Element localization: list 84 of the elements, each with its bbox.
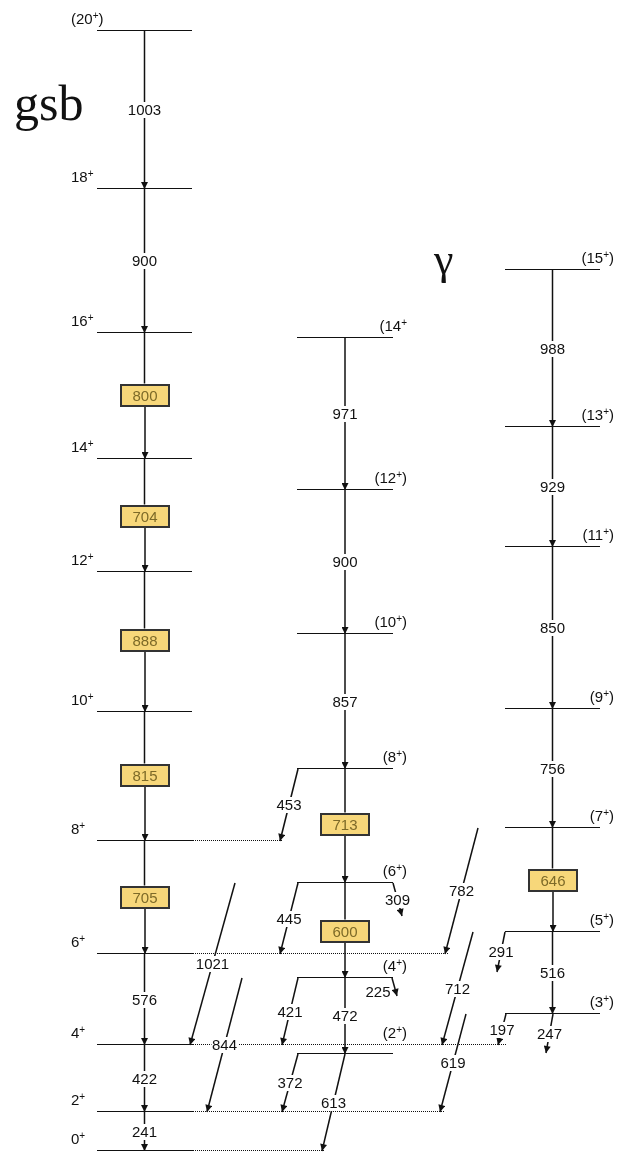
energy-label: 225 (364, 984, 392, 1000)
transition-arrow (141, 785, 149, 842)
energy-label: 900 (131, 253, 158, 269)
spin-label: (8$^{+}$) (382, 748, 407, 766)
energy-label: 844 (211, 1037, 238, 1053)
spin-label: (3$^{+}$) (589, 993, 614, 1011)
energy-label: 241 (131, 1123, 158, 1140)
spin-label: (10$^{+}$) (374, 613, 407, 631)
energy-label: 197 (488, 1021, 516, 1038)
energy-label: 782 (448, 883, 475, 899)
spin-label: (7$^{+}$) (589, 807, 614, 825)
spin-label: 12$^{+}$ (71, 551, 94, 569)
transition-arrow (440, 931, 474, 1046)
transition-arrow (141, 907, 149, 955)
energy-label: 445 (275, 910, 303, 927)
energy-box: 646 (528, 868, 578, 892)
energy-label: 850 (539, 620, 566, 636)
spin-label: (11$^{+}$) (582, 526, 614, 544)
energy-label: 309 (384, 891, 411, 908)
energy-label: 453 (275, 797, 303, 813)
energy-label: 372 (276, 1075, 304, 1091)
spin-label: 14$^{+}$ (71, 438, 94, 456)
transition-arrow (549, 890, 557, 933)
spin-label: 0$^{+}$ (71, 1130, 86, 1148)
transition-arrow (141, 650, 149, 713)
spin-label: (6$^{+}$) (382, 862, 407, 880)
energy-label: 988 (539, 340, 566, 357)
spin-label: (14$^{+}$ (379, 317, 407, 335)
energy-label: 900 (331, 554, 359, 570)
spin-label: 2$^{+}$ (71, 1091, 86, 1109)
energy-label: 1003 (126, 102, 163, 118)
transition-arrow (341, 834, 349, 884)
spin-label: (2$^{+}$) (382, 1024, 407, 1042)
transition-arrow (549, 426, 556, 548)
transition-arrow (341, 941, 349, 979)
transition-arrow (341, 489, 349, 635)
transition-arrow (341, 337, 349, 491)
spin-label: (5$^{+}$) (589, 911, 614, 929)
transition-arrow (391, 977, 399, 997)
spin-label: (20$^{+}$) (71, 10, 104, 28)
energy-label: 247 (536, 1025, 563, 1042)
energy-label: 619 (439, 1055, 467, 1071)
energy-label: 756 (539, 760, 566, 777)
transition-arrow (549, 269, 556, 428)
spin-label: 4$^{+}$ (71, 1024, 86, 1042)
energy-label: 422 (131, 1070, 158, 1087)
spin-label: (13$^{+}$) (581, 406, 614, 424)
transition-arrow (341, 633, 349, 770)
energy-label: 291 (487, 944, 515, 960)
energy-box: 713 (320, 812, 370, 836)
spin-label: (9$^{+}$) (589, 688, 614, 706)
energy-box: 800 (120, 383, 170, 407)
spin-label: 16$^{+}$ (71, 312, 94, 330)
energy-label: 971 (331, 406, 359, 422)
energy-box: 705 (120, 885, 170, 909)
spin-label: 8$^{+}$ (71, 820, 86, 838)
spin-label: 10$^{+}$ (71, 691, 94, 709)
energy-label: 472 (331, 1008, 359, 1024)
energy-box: 815 (120, 763, 170, 787)
energy-label: 516 (539, 965, 566, 981)
energy-label: 576 (131, 991, 158, 1008)
band-label: γ (434, 238, 454, 282)
energy-label: 1021 (194, 956, 231, 972)
energy-box: 600 (320, 919, 370, 943)
spin-label: (15$^{+}$) (581, 249, 614, 267)
energy-label: 421 (276, 1003, 304, 1020)
spin-label: 18$^{+}$ (71, 168, 94, 186)
transition-arrow (141, 405, 149, 460)
energy-box: 704 (120, 504, 170, 528)
spin-label: 6$^{+}$ (71, 933, 86, 951)
transition-arrow (188, 882, 236, 1046)
transition-arrow (549, 708, 556, 829)
energy-label: 712 (444, 980, 471, 997)
transition-arrow (141, 188, 148, 334)
energy-label: 857 (331, 693, 359, 710)
transition-arrow (141, 30, 148, 190)
transition-arrow (205, 977, 243, 1113)
energy-box: 888 (120, 628, 170, 652)
spin-label: (12$^{+}$) (374, 469, 407, 487)
transition-arrow (141, 526, 149, 573)
energy-label: 613 (320, 1094, 347, 1111)
energy-label: 929 (539, 479, 566, 495)
transition-arrow (549, 546, 556, 710)
spin-label: (4$^{+}$) (382, 957, 407, 975)
